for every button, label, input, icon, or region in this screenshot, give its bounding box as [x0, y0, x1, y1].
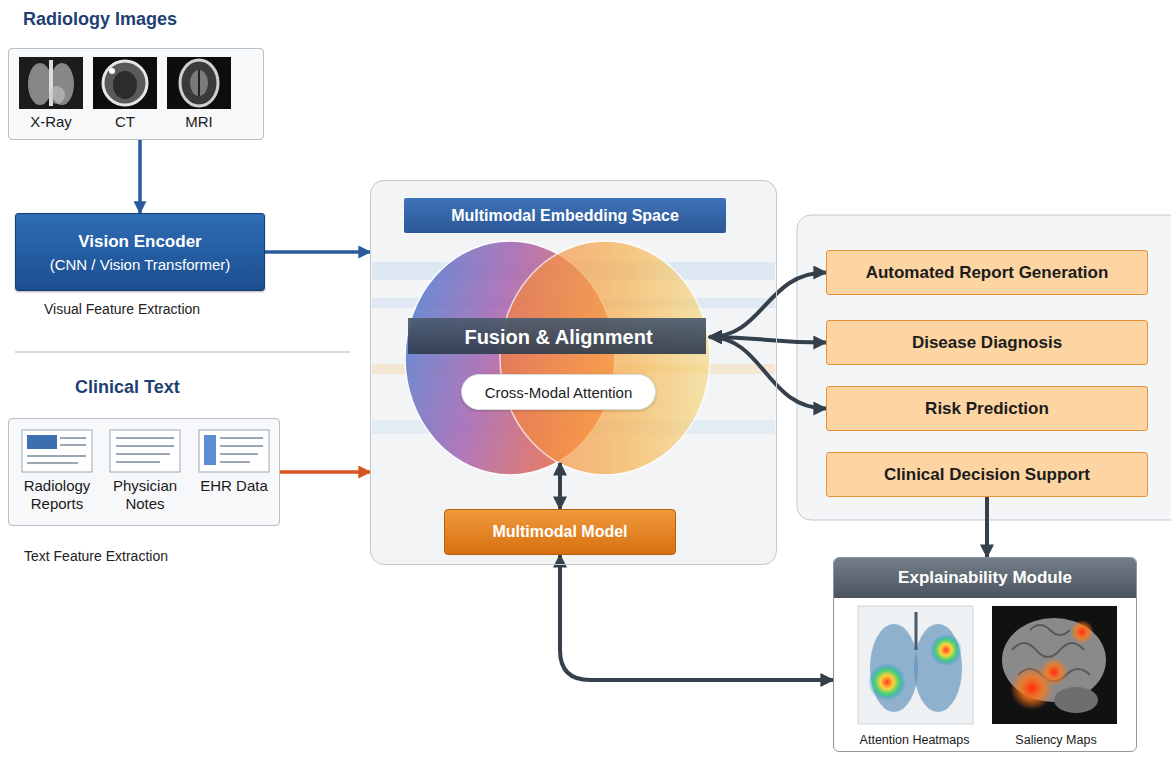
- document-tile-text: EHR Data: [193, 477, 275, 495]
- connector-arrow: [280, 470, 370, 474]
- document-line: [116, 445, 174, 447]
- xray-heart: [49, 86, 65, 104]
- ct-skull: [103, 61, 147, 105]
- map-tile: Saliency Maps: [986, 606, 1126, 749]
- connector-arrow: [985, 497, 989, 557]
- brain-cerebellum: [1054, 687, 1098, 713]
- tasks-panel: [797, 215, 1171, 520]
- attention-pill-text: Cross-Modal Attention: [485, 384, 633, 401]
- task-box-text: Risk Prediction: [925, 399, 1049, 419]
- image-tile-text: X-Ray: [17, 113, 85, 130]
- xray-lung: [28, 63, 52, 105]
- task-box: Automated Report Generation: [826, 250, 1148, 295]
- document-picture: [204, 435, 216, 465]
- embedding-panel: Multimodal Embedding SpaceFusion & Align…: [370, 180, 777, 565]
- text-panel: Clinical TextRadiology ReportsPhysician …: [8, 418, 280, 526]
- map-tile-text: Saliency Maps: [986, 733, 1126, 747]
- panel-ground: [8, 418, 280, 526]
- stage-caption: Visual Feature Extraction: [44, 301, 200, 317]
- image-panel: Radiology ImagesX-RayCTMRI: [8, 48, 264, 140]
- document-line: [116, 437, 174, 439]
- saliency-spot: [1070, 620, 1094, 644]
- heatmap-lung: [914, 624, 962, 712]
- image-tile: X-Ray: [17, 55, 85, 135]
- document-tile: Radiology Reports: [15, 427, 99, 522]
- task-box: Risk Prediction: [826, 386, 1148, 431]
- encoder-box-text: Vision Encoder: [78, 232, 201, 252]
- document-line: [116, 453, 170, 455]
- connector-arrow: [265, 250, 370, 254]
- task-box-text: Disease Diagnosis: [912, 333, 1062, 353]
- fusion-region-text: Fusion & Alignment: [406, 321, 711, 353]
- document-line: [116, 461, 160, 463]
- document-line: [220, 437, 263, 439]
- document-icon: [22, 430, 92, 472]
- encoder-box: Vision Encoder (CNN / Vision Transformer): [15, 213, 265, 291]
- model-box: Multimodal Model: [444, 509, 676, 555]
- mri-image: [167, 57, 231, 109]
- saliency-spot: [1040, 658, 1068, 686]
- xray-image: [19, 57, 83, 109]
- encoder-box-text: (CNN / Vision Transformer): [50, 256, 231, 273]
- heatmap-image: [858, 606, 973, 724]
- document-line: [220, 445, 263, 447]
- document-icon: [110, 430, 180, 472]
- attention-pill: Cross-Modal Attention: [461, 374, 656, 410]
- document-icon: [199, 430, 269, 472]
- task-box: Clinical Decision Support: [826, 452, 1148, 497]
- map-tile: Attention Heatmaps: [852, 606, 977, 749]
- saliency-image: [992, 606, 1117, 724]
- document-tile-text: Radiology Reports: [15, 477, 99, 513]
- document-line: [220, 453, 258, 455]
- stage-caption: Text Feature Extraction: [24, 548, 168, 564]
- connector-arrow: [560, 555, 833, 680]
- image-tile-text: MRI: [165, 113, 233, 130]
- panel-ground: [833, 557, 1137, 752]
- heatmap-trachea: [915, 612, 918, 650]
- connector-arrow: [709, 337, 826, 409]
- mri-brain: [190, 70, 208, 96]
- document-line: [27, 462, 78, 464]
- connector-arrow: [138, 140, 142, 213]
- document-line: [27, 455, 86, 457]
- ct-marker: [109, 68, 115, 74]
- document-line: [220, 461, 250, 463]
- connector-arrow: [558, 463, 562, 509]
- task-box-text: Automated Report Generation: [866, 263, 1109, 283]
- embedding-panel-text: Multimodal Embedding Space: [404, 198, 726, 233]
- connector-arrow: [709, 273, 826, 338]
- heatmap-spot: [868, 663, 906, 701]
- document-line: [60, 437, 86, 439]
- task-box-text: Clinical Decision Support: [884, 465, 1090, 485]
- explainability-module-text: Explainability Module: [834, 558, 1136, 598]
- model-box-text: Multimodal Model: [492, 523, 627, 541]
- document-picture: [27, 435, 57, 449]
- text-panel-text: Clinical Text: [75, 377, 180, 398]
- ct-image: [93, 57, 157, 109]
- ct-ventricle: [113, 71, 137, 99]
- image-tile-text: CT: [91, 113, 159, 130]
- panel-ground: [8, 48, 264, 140]
- explainability-module: Explainability ModuleAttention Heatmaps S…: [833, 557, 1137, 752]
- xray-lung: [50, 63, 74, 105]
- panel-ground: [370, 180, 777, 565]
- venn-ellipse: [500, 241, 710, 475]
- fusion-region: Fusion & AlignmentCross-Modal Attention: [406, 241, 711, 479]
- task-box: Disease Diagnosis: [826, 320, 1148, 365]
- mri-fissure: [198, 70, 200, 96]
- mri-head: [180, 60, 218, 106]
- heatmap-spot: [930, 634, 962, 666]
- image-panel-text: Radiology Images: [23, 9, 177, 30]
- document-tile: Physician Notes: [103, 427, 187, 522]
- document-tile: EHR Data: [193, 427, 275, 522]
- document-line: [60, 444, 86, 446]
- document-tile-text: Physician Notes: [103, 477, 187, 513]
- image-tile: MRI: [165, 55, 233, 135]
- image-tile: CT: [91, 55, 159, 135]
- section-divider: [15, 351, 350, 353]
- map-tile-text: Attention Heatmaps: [852, 733, 977, 747]
